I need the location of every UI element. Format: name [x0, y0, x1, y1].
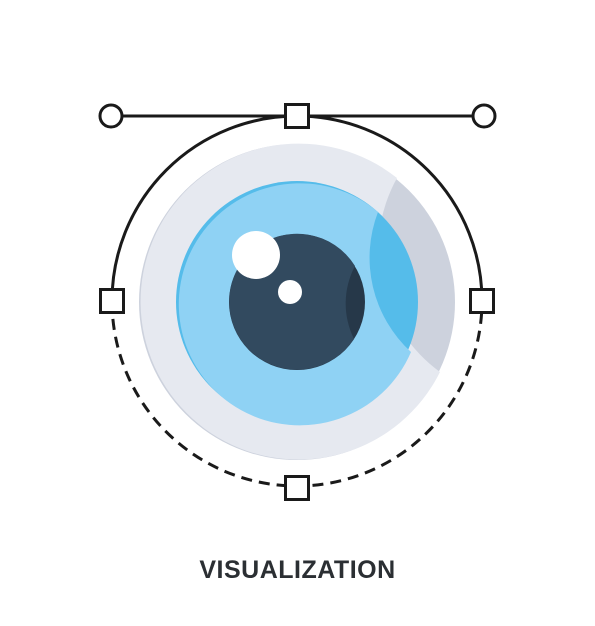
caption-title: VISUALIZATION [199, 556, 396, 584]
handles [98, 103, 497, 129]
anchor-points [99, 103, 495, 501]
anchor-top-icon [284, 103, 310, 129]
eye-highlight-large [232, 231, 280, 279]
eye-highlight-small [278, 280, 302, 304]
anchor-left-icon [99, 288, 125, 314]
handle-right-icon [471, 103, 497, 129]
handle-left-icon [98, 103, 124, 129]
anchor-bottom-icon [284, 475, 310, 501]
eye-graphic [139, 143, 455, 460]
anchor-right-icon [469, 288, 495, 314]
